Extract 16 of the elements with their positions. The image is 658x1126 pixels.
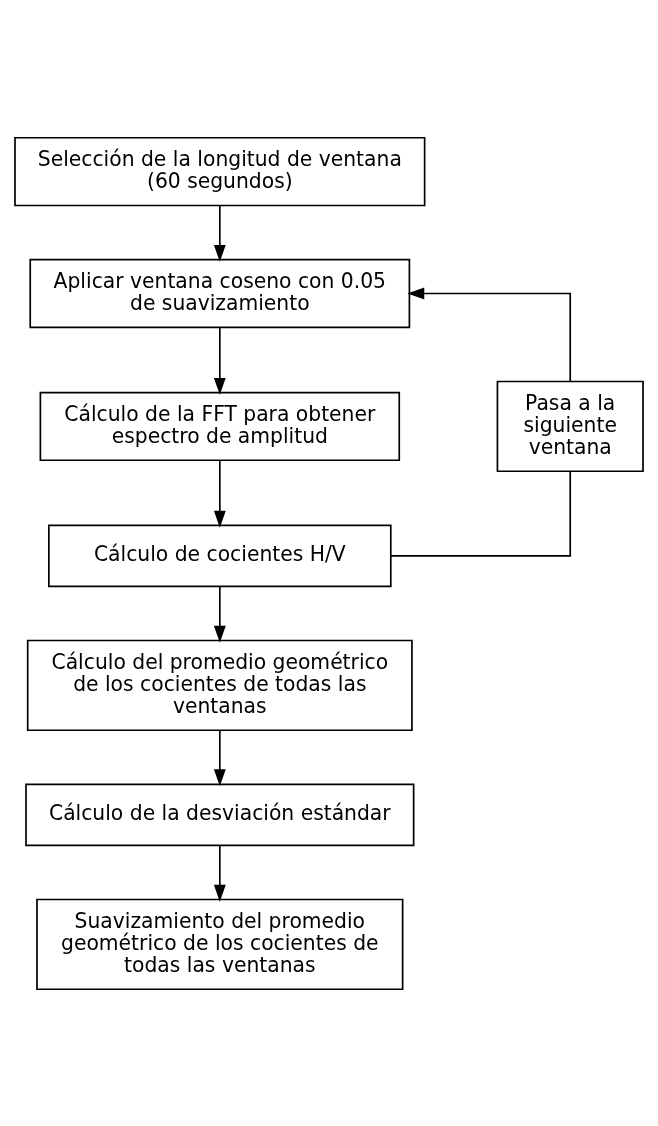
node-box: Pasa a la siguiente ventana	[496, 380, 644, 472]
arrow	[213, 729, 226, 786]
arrow	[213, 585, 226, 643]
arrow	[213, 844, 226, 902]
node-box: Suavizamiento del promedio geométrico de los cocientes de todas las ventanas	[36, 898, 404, 990]
arrow	[407, 287, 572, 382]
connector	[390, 470, 572, 557]
node-box: Cálculo de la FFT para obtener espectro de amplitud	[39, 391, 401, 461]
node-box: Cálculo de la desviación estándar	[25, 783, 415, 846]
arrow	[213, 459, 226, 528]
node-box: Cálculo del promedio geométrico de los cocientes de todas las ventanas	[26, 639, 413, 731]
node-box: Aplicar ventana coseno con 0.05 de suavizamiento	[29, 258, 411, 328]
node-box: Cálculo de cocientes H/V	[48, 524, 392, 587]
arrow	[213, 326, 226, 395]
arrow	[213, 204, 226, 262]
node-box: Selección de la longitud de ventana (60 segundos)	[14, 136, 426, 206]
